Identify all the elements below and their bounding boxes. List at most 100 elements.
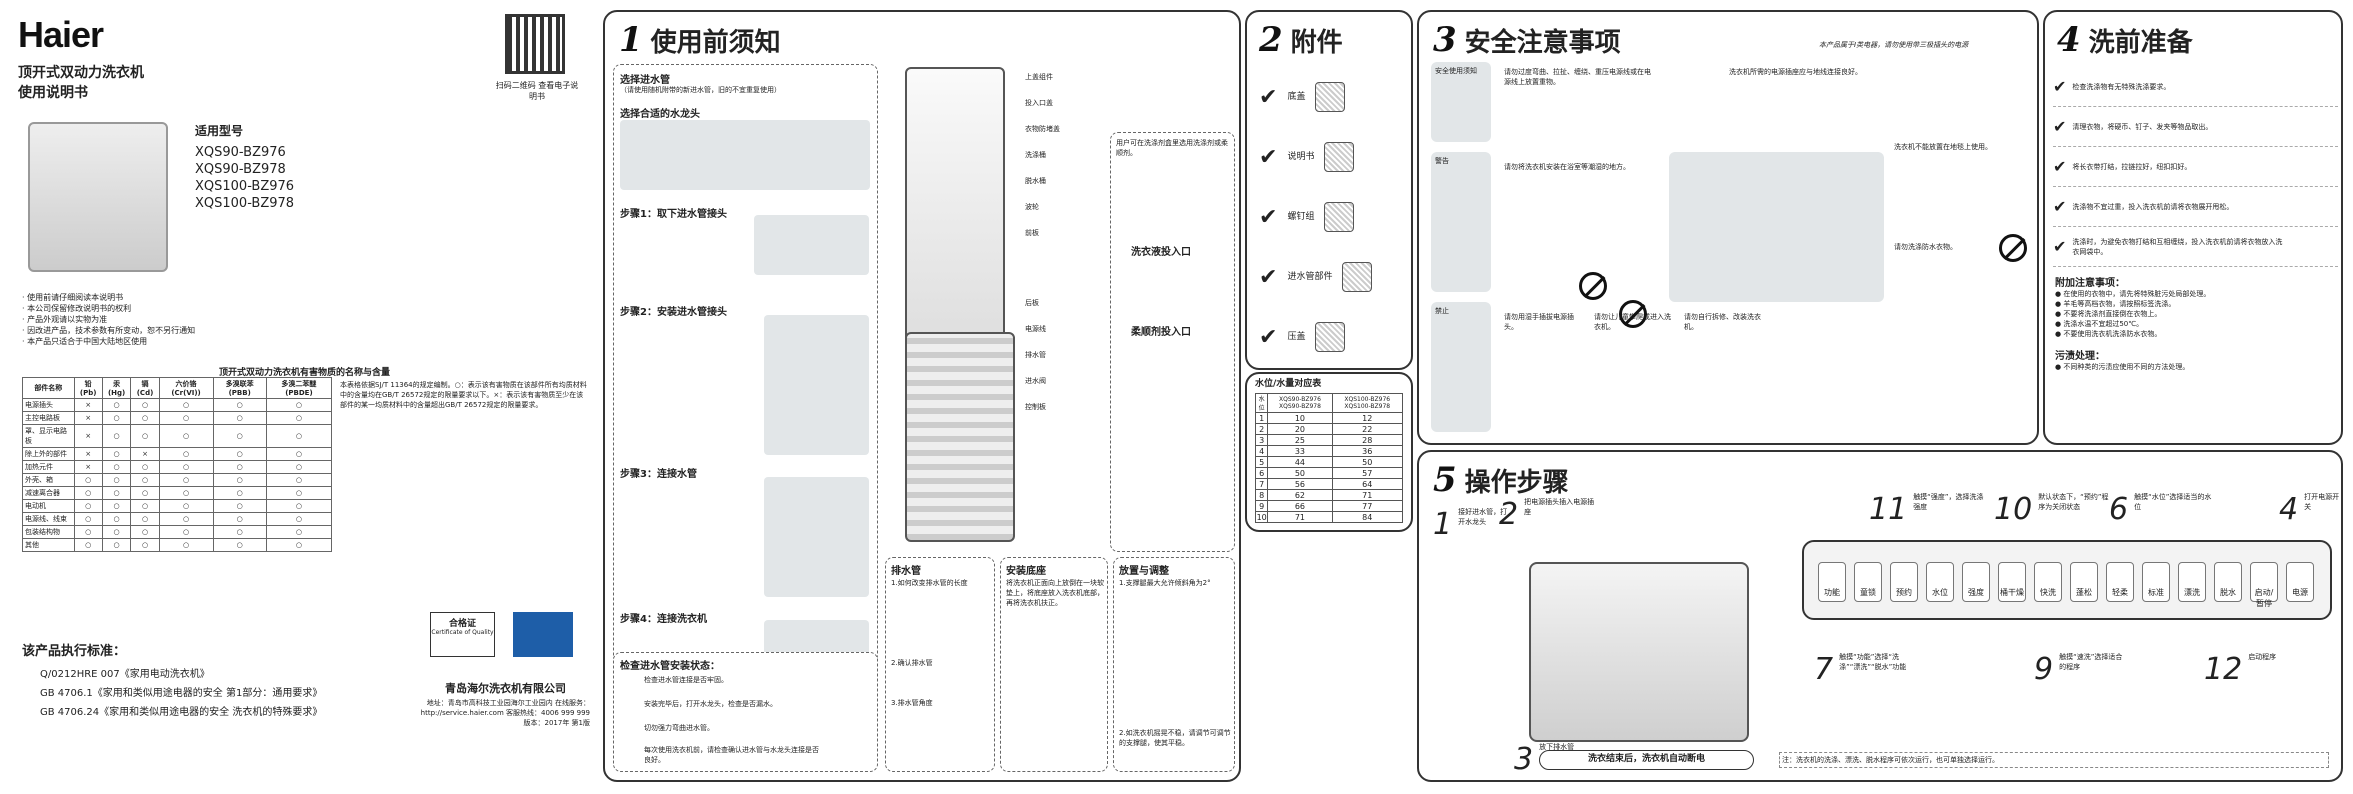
prep-item: ✔将长衣带打结，拉链拉好，纽扣扣好。 bbox=[2053, 147, 2338, 187]
water-cell: 7 bbox=[1254, 478, 1269, 490]
water-cell: 3 bbox=[1254, 434, 1269, 446]
hazard-row: 罩、显示电路板×○○○○○ bbox=[22, 424, 333, 448]
note-item: ● 洗涤水温不宜超过50℃。 bbox=[2055, 320, 2144, 328]
prep-item: ✔洗涤时，为避免衣物打结和互相缠绕，投入洗衣机前请将衣物放入洗衣网袋中。 bbox=[2053, 227, 2338, 267]
part-label: 进水阀 bbox=[1025, 377, 1046, 385]
hazard-row: 包装结构物○○○○○○ bbox=[22, 525, 333, 539]
accessory-label: 说明书 bbox=[1287, 152, 1315, 162]
panel-button-6[interactable]: 快洗 bbox=[2034, 562, 2062, 602]
hazard-cell: ○ bbox=[212, 512, 267, 526]
safety-text: 请勿洗涤防水衣物。 bbox=[1894, 243, 1957, 251]
panel-button-12[interactable]: 启动/暂停 bbox=[2250, 562, 2278, 608]
hazard-cell: ○ bbox=[265, 525, 333, 539]
hazard-cell: 罩、显示电路板 bbox=[22, 424, 75, 448]
washer-back-diagram bbox=[905, 332, 1015, 542]
hazard-cell: ○ bbox=[73, 499, 103, 513]
inlet-heading: 选择进水管 bbox=[620, 75, 670, 86]
faucet-heading: 选择合适的水龙头 bbox=[620, 109, 700, 120]
hazard-cell: ○ bbox=[158, 486, 214, 500]
hose-icon bbox=[1342, 262, 1373, 292]
bullet: · 本产品只适合于中国大陆地区使用 bbox=[22, 337, 148, 346]
hazard-table: 部件名称铅(Pb)汞(Hg)镉(Cd)六价铬(Cr(VI))多溴联苯(PBB)多… bbox=[22, 377, 333, 552]
hazard-cell: ○ bbox=[101, 499, 132, 513]
drain-box: 排水管 1.如何改变排水管的长度 2.确认排水管 3.排水管角度 bbox=[885, 557, 995, 772]
hazard-title: 顶开式双动力洗衣机有害物质的名称与含量 bbox=[218, 368, 390, 378]
section-number: 2 bbox=[1259, 20, 1283, 60]
accessory-item: ✔螺钉组 bbox=[1259, 187, 1404, 247]
panel-button-10[interactable]: 漂洗 bbox=[2178, 562, 2206, 602]
step-text: 默认状态下，“预约”程序为关闭状态 bbox=[2038, 493, 2109, 511]
hazard-cell: ○ bbox=[101, 473, 132, 487]
water-cell: 57 bbox=[1331, 467, 1404, 479]
accessory-label: 压盖 bbox=[1287, 332, 1306, 342]
hazard-cell: ○ bbox=[73, 473, 103, 487]
panel-button-9[interactable]: 标准 bbox=[2142, 562, 2170, 602]
water-cell: 62 bbox=[1267, 489, 1333, 501]
safety-text: 请勿过度弯曲、拉扯、缠绕、重压电源线或在电源线上放置重物。 bbox=[1504, 68, 1651, 86]
hazard-cell: ○ bbox=[130, 538, 160, 552]
water-cell: 9 bbox=[1254, 500, 1269, 512]
model-item: XQS100-BZ978 bbox=[195, 196, 295, 211]
hazard-cell: ○ bbox=[212, 525, 267, 539]
models-list: XQS90-BZ976 XQS90-BZ978 XQS100-BZ976 XQS… bbox=[195, 144, 294, 212]
standards-list: Q/0212HRE 007《家用电动洗衣机》 GB 4706.1《家用和类似用途… bbox=[40, 665, 322, 722]
hazard-cell: ○ bbox=[212, 499, 267, 513]
standard-item: Q/0212HRE 007《家用电动洗衣机》 bbox=[40, 669, 210, 680]
step-number: 3 bbox=[1514, 742, 1534, 777]
panel-button-3[interactable]: 水位 bbox=[1926, 562, 1954, 602]
water-cell: 50 bbox=[1331, 456, 1404, 468]
hazard-cell: ○ bbox=[212, 411, 267, 425]
treat-text: ● 不同种类的污渍应使用不同的方法处理。 bbox=[2055, 363, 2190, 371]
cert-title: 合格证 bbox=[448, 619, 476, 629]
hazard-cell: 电源插头 bbox=[22, 398, 75, 412]
panel-button-7[interactable]: 蓬松 bbox=[2070, 562, 2098, 602]
hazard-cell: 外壳、箱 bbox=[22, 473, 75, 487]
hazard-cell: 除上外的部件 bbox=[22, 447, 75, 461]
step-text: 启动程序 bbox=[2248, 653, 2277, 661]
bullet: · 本公司保留修改说明书的权利 bbox=[22, 304, 132, 313]
hazard-cell: ○ bbox=[212, 538, 267, 552]
washer-illustration bbox=[28, 122, 168, 272]
panel-button-13[interactable]: 电源 bbox=[2286, 562, 2314, 602]
safety-label-box: 安全使用须知 bbox=[1431, 62, 1491, 142]
step-text: 触摸“水位”选择适当的水位 bbox=[2134, 493, 2212, 511]
water-col-header: 水位 bbox=[1254, 393, 1269, 413]
water-cell: 2 bbox=[1254, 423, 1269, 435]
panel-button-5[interactable]: 桶干燥 bbox=[1998, 562, 2026, 602]
hazard-cell: ○ bbox=[101, 460, 132, 474]
panel-button-11[interactable]: 脱水 bbox=[2214, 562, 2242, 602]
certificate-box: 合格证 Certificate of Quality bbox=[430, 612, 495, 657]
panel-button-4[interactable]: 强度 bbox=[1962, 562, 1990, 602]
panel-button-2[interactable]: 预约 bbox=[1890, 562, 1918, 602]
panel-button-0[interactable]: 功能 bbox=[1818, 562, 1846, 602]
water-cell: 10 bbox=[1267, 412, 1333, 424]
hazard-cell: 电源线、线束 bbox=[22, 512, 75, 526]
part-label: 排水管 bbox=[1025, 351, 1046, 359]
hazard-cell: ○ bbox=[101, 538, 132, 552]
hazard-cell: ○ bbox=[158, 512, 214, 526]
panel-button-1[interactable]: 童锁 bbox=[1854, 562, 1882, 602]
treat-heading: 污渍处理： bbox=[2055, 351, 2105, 362]
safety-text: 洗衣机所需的电源插座应与地线连接良好。 bbox=[1729, 68, 1862, 76]
hazard-cell: ○ bbox=[212, 460, 267, 474]
water-cell: 64 bbox=[1331, 478, 1404, 490]
hazard-cell: ○ bbox=[101, 447, 132, 461]
check-item: 检查进水管连接是否牢固。 bbox=[644, 676, 728, 684]
standards-heading: 该产品执行标准： bbox=[22, 644, 127, 659]
hazard-cell: ○ bbox=[158, 447, 214, 461]
panel-button-8[interactable]: 轻柔 bbox=[2106, 562, 2134, 602]
cert-subtitle: Certificate of Quality bbox=[431, 629, 494, 636]
hazard-cell: ○ bbox=[130, 460, 160, 474]
haier-badge bbox=[513, 612, 573, 657]
step2-illustration bbox=[764, 315, 869, 455]
water-cell: 36 bbox=[1331, 445, 1404, 457]
water-cell: 4 bbox=[1254, 445, 1269, 457]
screw-icon bbox=[1324, 202, 1355, 232]
